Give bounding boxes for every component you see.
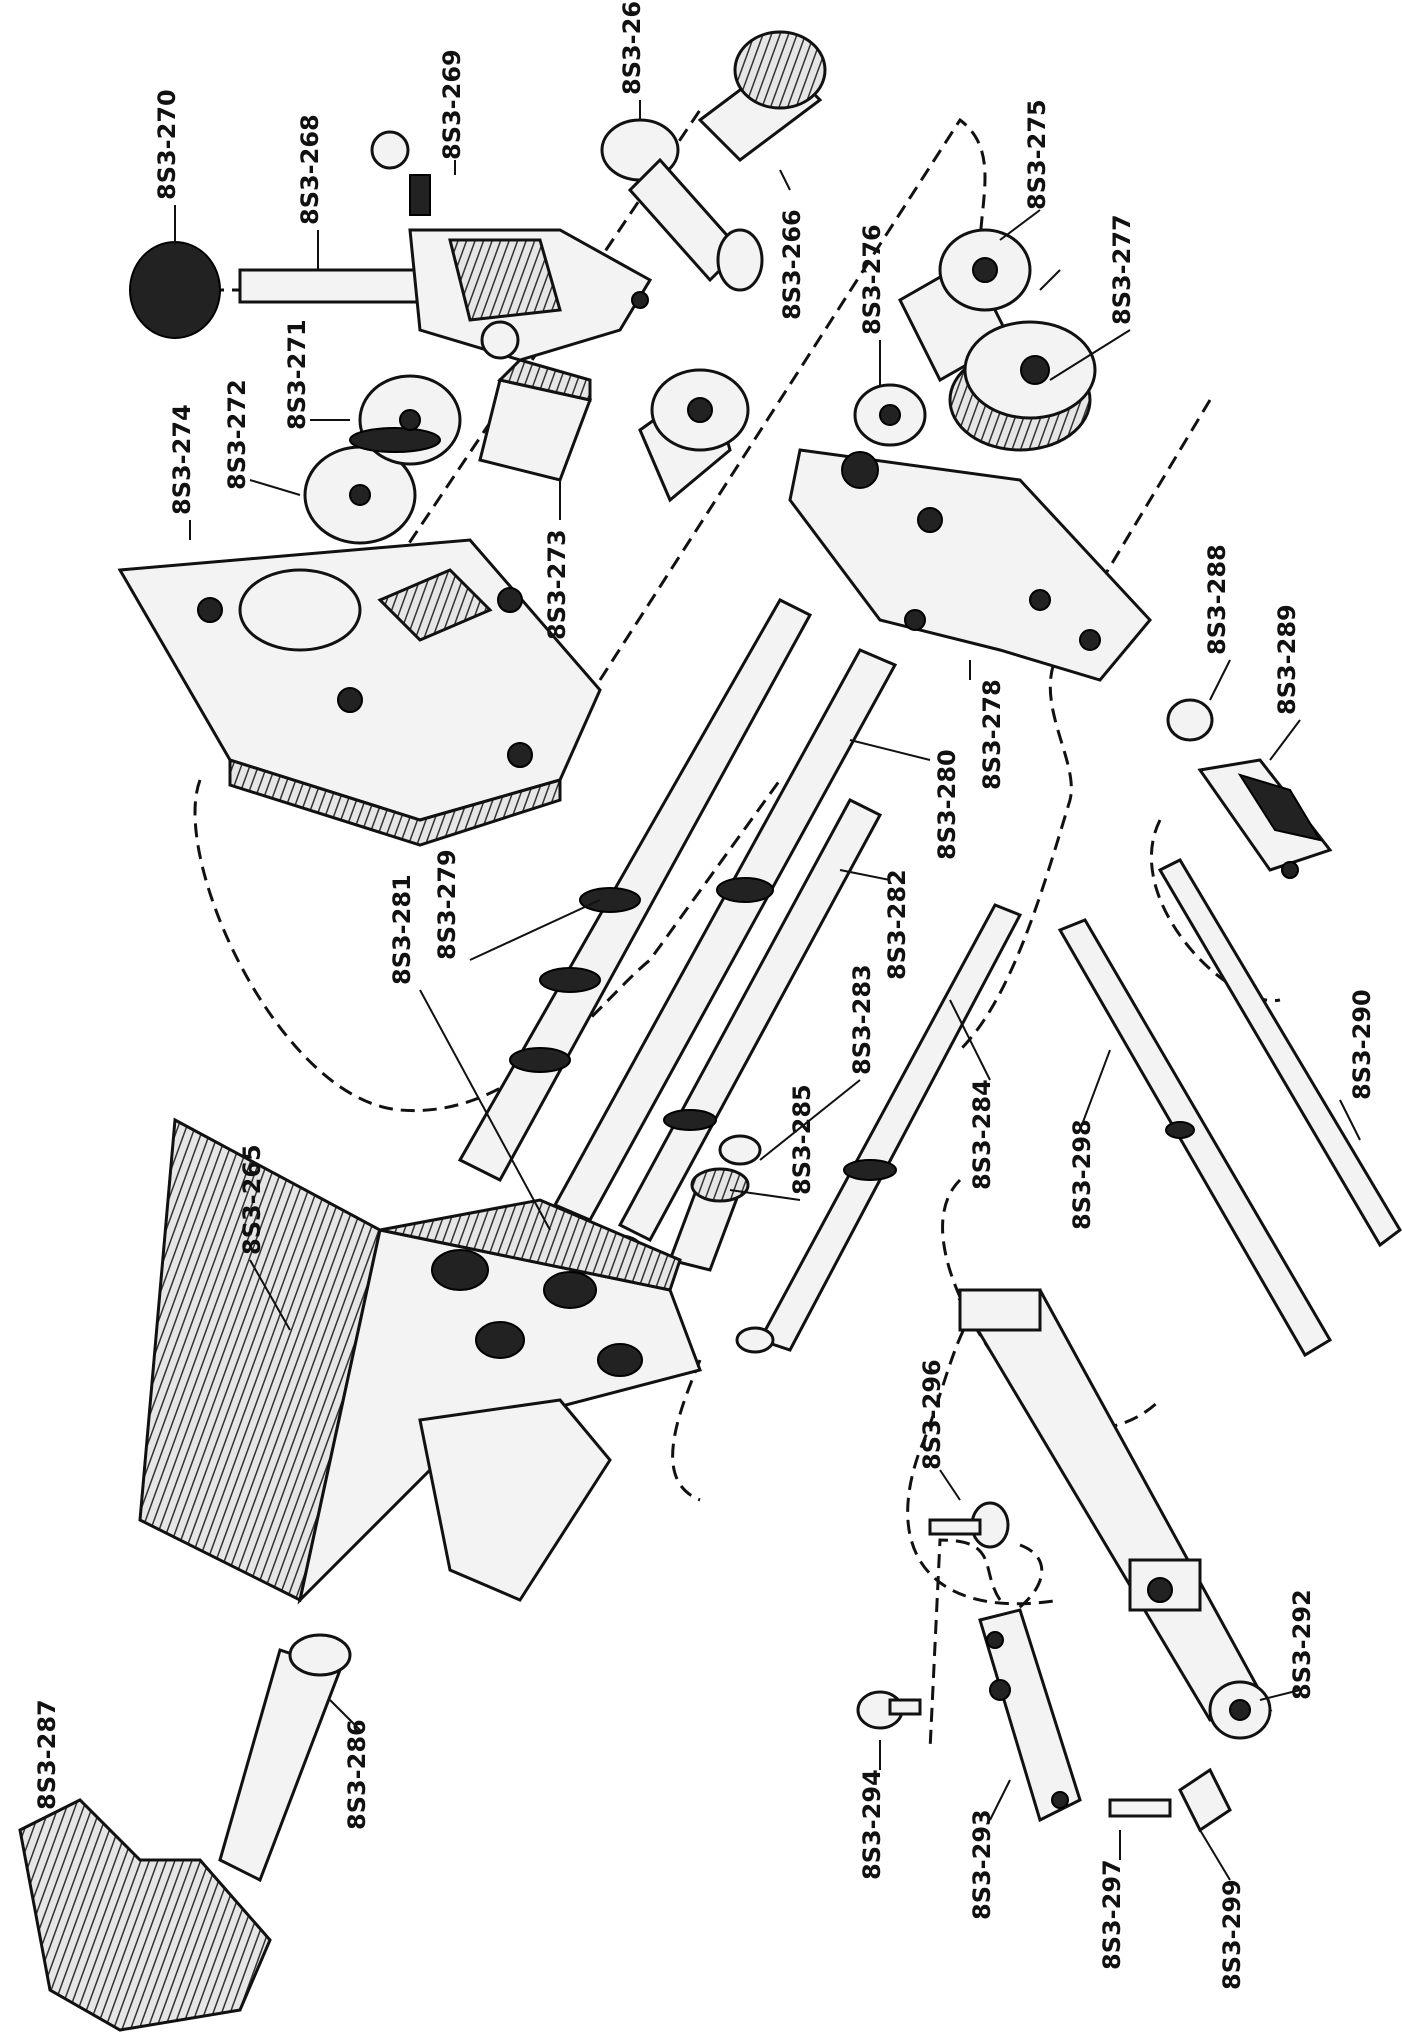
label-266: 8S3-266 [778, 209, 806, 320]
block-289 [1197, 758, 1333, 879]
assembly-line-pin [928, 1538, 1002, 1751]
bushing-center [638, 368, 750, 503]
label-286: 8S3-286 [343, 1719, 371, 1830]
leader-286 [329, 1699, 361, 1731]
bracket-273 [478, 358, 593, 482]
label-275: 8S3-275 [1023, 99, 1051, 210]
rod-298 [1057, 918, 1333, 1358]
assembly-line-top-left [193, 779, 782, 1113]
nut-288 [1166, 698, 1214, 742]
leader-266 [779, 169, 791, 191]
leader-299 [1199, 1829, 1231, 1881]
leader-277 [1049, 329, 1131, 381]
label-289: 8S3-289 [1273, 604, 1301, 715]
leader-285 [729, 1189, 801, 1201]
label-290: 8S3-290 [1348, 989, 1376, 1100]
pin-297 [1108, 1798, 1172, 1818]
leader-282 [839, 869, 891, 881]
shaft-282 [617, 798, 883, 1242]
link-293 [978, 1608, 1082, 1823]
leader-284 [949, 999, 991, 1081]
pin-296 [928, 1501, 1010, 1549]
leader-288 [1209, 659, 1231, 701]
label-272: 8S3-272 [223, 379, 251, 490]
plug-286 [218, 1633, 352, 1883]
spool-285 [668, 1167, 750, 1272]
assembly-line-shaft [598, 117, 987, 681]
leader-265 [249, 1259, 291, 1331]
leader-281 [419, 989, 551, 1231]
label-297: 8S3-297 [1098, 1859, 1126, 1970]
shaft-279 [457, 598, 813, 1182]
label-294: 8S3-294 [858, 1769, 886, 1880]
leader-280 [849, 739, 931, 761]
arm-292 [957, 1288, 1273, 1740]
label-273: 8S3-273 [543, 529, 571, 640]
assembly-line-right [958, 399, 1212, 1052]
label-284: 8S3-284 [968, 1079, 996, 1190]
handle-267 [600, 118, 764, 292]
cover-plate-274 [117, 538, 602, 847]
label-277: 8S3-277 [1108, 214, 1136, 325]
leader-298 [1079, 1049, 1111, 1131]
nut-269 [370, 130, 520, 360]
label-293: 8S3-293 [968, 1809, 996, 1920]
leader-272 [249, 479, 301, 496]
label-282: 8S3-282 [883, 869, 911, 980]
label-280: 8S3-280 [933, 749, 961, 860]
bushing-271 [349, 374, 462, 466]
label-296: 8S3-296 [918, 1359, 946, 1470]
block-299 [1178, 1767, 1232, 1833]
leader-275 [999, 209, 1041, 241]
label-285: 8S3-285 [788, 1084, 816, 1195]
label-269: 8S3-269 [438, 49, 466, 160]
leader-296 [939, 1469, 961, 1501]
knob-270 [129, 241, 221, 339]
label-298: 8S3-298 [1068, 1119, 1096, 1230]
assembly-line-valve-bottom [671, 1359, 702, 1502]
rod-290 [1157, 858, 1402, 1248]
shaft-284 [757, 903, 1023, 1352]
label-287: 8S3-287 [33, 1699, 61, 1810]
leader-289 [1269, 719, 1301, 761]
leader-290 [1339, 1099, 1361, 1141]
lever-268 [238, 228, 653, 362]
label-278: 8S3-278 [978, 679, 1006, 790]
leader-292 [1259, 1689, 1301, 1701]
label-279: 8S3-279 [433, 849, 461, 960]
label-299: 8S3-299 [1218, 1879, 1246, 1990]
mounting-plate-278 [788, 448, 1152, 682]
pin-294 [856, 1690, 922, 1730]
bushing-277 [948, 269, 1097, 452]
leader-283 [759, 1079, 861, 1161]
bracket-287 [18, 1798, 272, 2032]
label-288: 8S3-288 [1203, 544, 1231, 655]
valve-body-265 [138, 1117, 702, 1605]
label-267: 8S3-267 [618, 0, 646, 95]
label-281: 8S3-281 [388, 874, 416, 985]
bushing-276 [853, 383, 927, 447]
label-271: 8S3-271 [283, 319, 311, 430]
label-268: 8S3-268 [296, 114, 324, 225]
label-274: 8S3-274 [168, 404, 196, 515]
label-270: 8S3-270 [153, 89, 181, 200]
label-276: 8S3-276 [858, 224, 886, 335]
knurled-knob-266 [697, 30, 827, 162]
leader-279 [469, 899, 601, 961]
leader-293 [989, 1779, 1011, 1821]
label-283: 8S3-283 [848, 964, 876, 1075]
label-292: 8S3-292 [1288, 1589, 1316, 1700]
label-265: 8S3-265 [238, 1144, 266, 1255]
